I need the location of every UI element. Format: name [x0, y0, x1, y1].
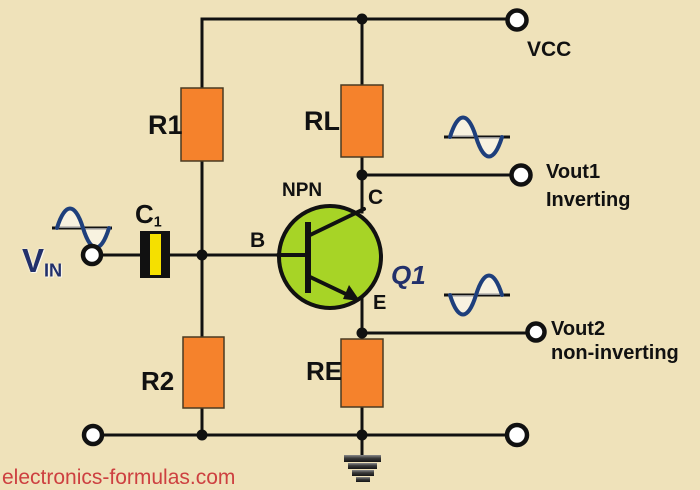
c1-label: C1 [135, 201, 162, 230]
ground-bar [356, 477, 370, 482]
ground-right-terminal-icon [504, 422, 530, 448]
junction-dot-icon [196, 429, 208, 441]
vin-label-subscript: IN [44, 260, 63, 281]
base-label: B [250, 229, 266, 252]
vout2-label: Vout2 [551, 318, 606, 340]
ground-bar [344, 455, 381, 462]
vout2-desc-label: non-inverting [551, 342, 679, 364]
vcc-terminal-icon [505, 8, 529, 32]
r2-label: R2 [141, 366, 175, 396]
capacitor-icon [140, 231, 170, 278]
ground-bar [352, 470, 374, 476]
resistor-r1 [180, 87, 224, 162]
vout1-terminal-icon [509, 163, 533, 187]
emitter-label: E [373, 292, 387, 314]
c1-label-main: C [135, 199, 154, 229]
sine-wave-icon [52, 206, 112, 250]
resistor-re [340, 338, 384, 408]
junction-dot-icon [356, 327, 368, 339]
q1-label: Q1 [391, 260, 426, 290]
vin-terminal-icon [80, 243, 104, 267]
emitter-arrow-icon [343, 285, 360, 301]
c1-label-subscript: 1 [153, 214, 162, 231]
junction-dot-icon [356, 169, 368, 181]
sine-wave-icon [444, 115, 510, 159]
npn-label: NPN [282, 180, 323, 201]
transistor-collector-lead [306, 207, 366, 238]
re-label: RE [306, 356, 343, 386]
vin-label-main: V [22, 242, 45, 279]
junction-dot-icon [196, 249, 208, 261]
ground-left-terminal-icon [81, 423, 105, 447]
vout2-terminal-icon [525, 321, 547, 343]
vout1-label: Vout1 [546, 161, 601, 183]
vcc-label: VCC [527, 38, 572, 61]
vin-label: VIN [22, 244, 62, 280]
r1-label: R1 [148, 110, 183, 140]
junction-dot-icon [356, 429, 368, 441]
resistor-r2 [182, 336, 225, 409]
junction-dot-icon [356, 13, 368, 25]
watermark-text: electronics-formulas.com [2, 466, 236, 489]
npn-transistor-icon [276, 204, 383, 310]
ground-icon [344, 455, 381, 482]
resistor-rl [340, 84, 384, 158]
transistor-emitter-lead [306, 274, 352, 298]
vout1-desc-label: Inverting [546, 189, 631, 211]
rl-label: RL [304, 106, 340, 136]
sine-wave-icon [444, 273, 510, 317]
capacitor-dielectric [150, 234, 161, 275]
ground-bar [348, 463, 377, 469]
collector-label: C [368, 186, 384, 209]
